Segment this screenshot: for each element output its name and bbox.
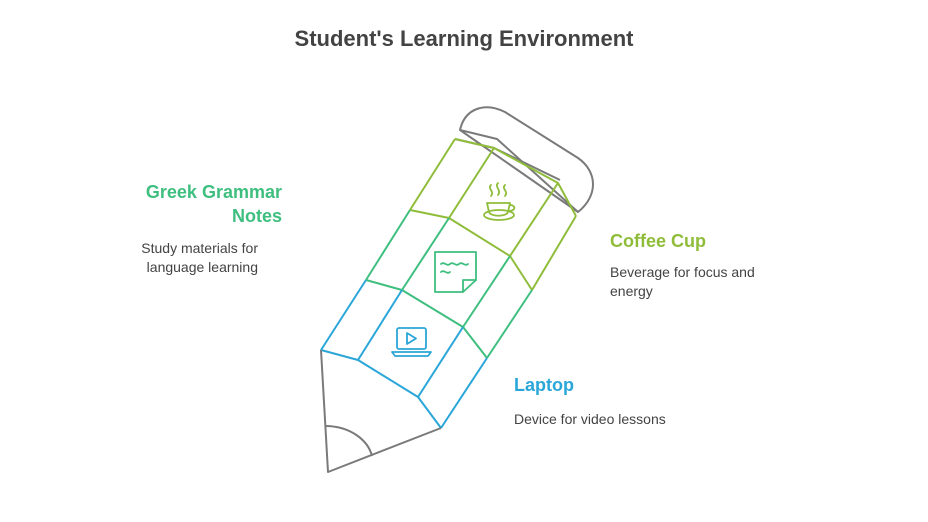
notes-description-line1: Study materials for xyxy=(141,240,258,256)
notes-icon xyxy=(434,251,477,293)
notes-title-line1: Greek Grammar xyxy=(145,182,282,202)
notes-title-line2: Notes xyxy=(231,206,282,226)
notes-band xyxy=(365,209,533,359)
notes-description-line2: language learning xyxy=(146,259,258,275)
notes-title: Greek Grammar Notes xyxy=(60,180,282,228)
page-title: Student's Learning Environment xyxy=(294,26,634,51)
pencil-tip xyxy=(320,349,442,473)
coffee-description: Beverage for focus and energy xyxy=(610,264,755,299)
coffee-title: Coffee Cup xyxy=(610,231,706,251)
notes-description: Study materials for language learning xyxy=(60,239,258,277)
pencil-eraser xyxy=(454,106,594,213)
coffee-band xyxy=(409,138,577,291)
laptop-play-icon xyxy=(391,327,432,357)
laptop-band xyxy=(320,279,488,429)
coffee-cup-icon xyxy=(483,182,516,221)
laptop-description: Device for video lessons xyxy=(514,411,666,427)
laptop-title: Laptop xyxy=(514,375,574,395)
